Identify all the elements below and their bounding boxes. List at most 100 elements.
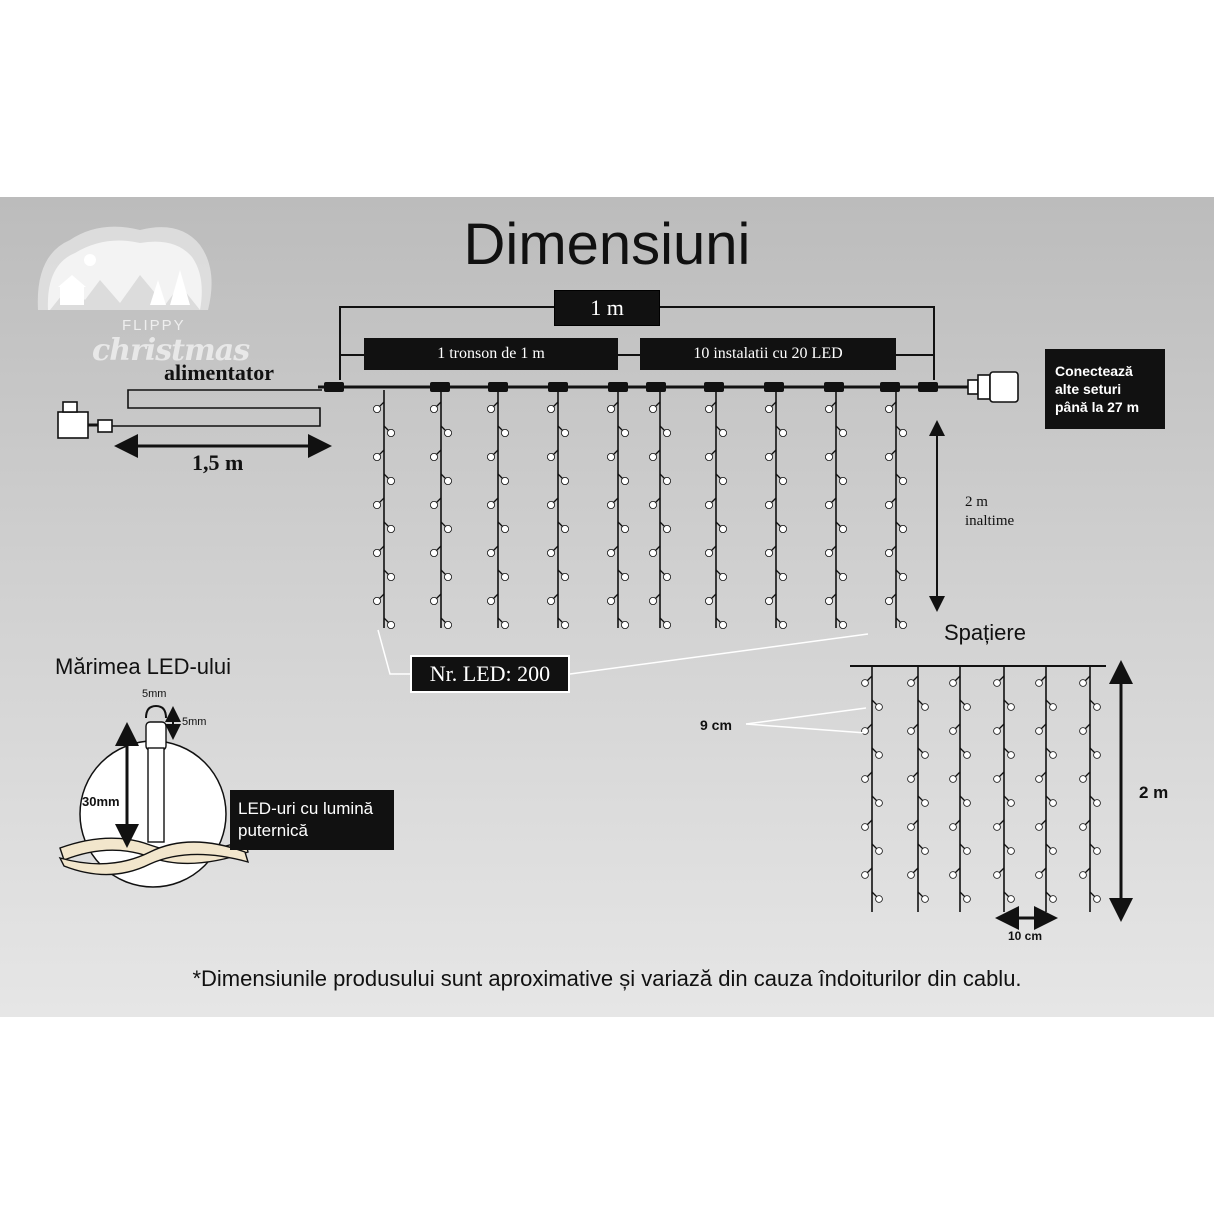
led-bulb — [486, 500, 495, 509]
power-supply — [57, 389, 322, 439]
led-bulb — [1035, 727, 1043, 735]
led-bulb — [1093, 895, 1101, 903]
led-bulb — [719, 476, 728, 485]
twisted-cable — [58, 837, 250, 876]
led-bulb — [1079, 679, 1087, 687]
led-bulb — [663, 525, 672, 534]
led-bulb — [1035, 823, 1043, 831]
led-bulb — [899, 476, 908, 485]
width-bracket — [339, 306, 935, 380]
led-bulb — [649, 500, 658, 509]
led-bulb — [907, 679, 915, 687]
led-bulb — [500, 428, 509, 437]
led-width-arrow — [145, 704, 167, 719]
led-bulb — [486, 597, 495, 606]
wire-connector — [548, 382, 568, 392]
led-bulb — [963, 847, 971, 855]
led-bulb — [719, 573, 728, 582]
led-bulb — [839, 476, 848, 485]
led-bulb — [372, 549, 381, 558]
led-bulb — [621, 428, 630, 437]
led-bulb — [386, 428, 395, 437]
led-bulb — [921, 751, 929, 759]
led-bulb — [885, 404, 894, 413]
led-bulb — [899, 573, 908, 582]
led-bulb — [907, 775, 915, 783]
led-bulb — [429, 549, 438, 558]
led-bulb — [500, 476, 509, 485]
led-bulb — [561, 476, 570, 485]
led-bulb — [1079, 871, 1087, 879]
led-bulb — [1035, 775, 1043, 783]
led-bulb — [899, 428, 908, 437]
led-bulb — [825, 452, 834, 461]
led-bulb — [993, 727, 1001, 735]
led-bulb — [921, 895, 929, 903]
led-bulb — [993, 679, 1001, 687]
led-bulb — [486, 549, 495, 558]
wire-connector — [608, 382, 628, 392]
led-bulb — [372, 404, 381, 413]
led-bulb — [765, 452, 774, 461]
connect-line-1: Conectează — [1055, 363, 1133, 379]
led-bulb — [443, 621, 452, 630]
led-bulb — [607, 500, 616, 509]
led-strands — [372, 390, 908, 630]
height-word-label: inaltime — [965, 513, 1015, 529]
led-bulb — [621, 476, 630, 485]
led-count-label: Nr. LED: 200 — [410, 655, 570, 693]
led-bulb — [907, 823, 915, 831]
led-bulb — [907, 871, 915, 879]
led-bulb — [386, 476, 395, 485]
led-bulb — [839, 428, 848, 437]
strands-label: 10 instalatii cu 20 LED — [640, 338, 896, 370]
wire-connector — [430, 382, 450, 392]
led-bulb — [705, 500, 714, 509]
bright-led-line-1: LED-uri cu lumină — [238, 799, 374, 818]
led-bulb — [705, 549, 714, 558]
section-label: 1 tronson de 1 m — [364, 338, 618, 370]
led-bulb — [561, 621, 570, 630]
led-bulb — [949, 775, 957, 783]
led-bulb — [607, 452, 616, 461]
led-bulb — [921, 847, 929, 855]
led-bulb — [1093, 751, 1101, 759]
led-bulb — [561, 525, 570, 534]
wire-connector — [824, 382, 844, 392]
led-bulb — [443, 476, 452, 485]
led-bulb — [429, 597, 438, 606]
led-bulb — [386, 525, 395, 534]
led-bulb — [621, 621, 630, 630]
wire-connector — [324, 382, 344, 392]
led-width-label: 5mm — [142, 688, 167, 700]
cable-length-label: 1,5 m — [192, 450, 244, 475]
led-bulb — [1007, 751, 1015, 759]
connect-line-3: până la 27 m — [1055, 399, 1140, 415]
led-bulb — [993, 775, 1001, 783]
led-bulb — [839, 525, 848, 534]
led-bulb — [621, 573, 630, 582]
led-bulb — [1035, 679, 1043, 687]
led-bulb — [1049, 847, 1057, 855]
led-bulb — [1035, 871, 1043, 879]
led-bulb — [885, 500, 894, 509]
horizontal-spacing-label: 10 cm — [1008, 929, 1043, 943]
led-bulb — [899, 621, 908, 630]
footer-disclaimer: *Dimensiunile produsului sunt aproximati… — [192, 966, 1022, 991]
spacing-title: Spațiere — [944, 620, 1026, 645]
led-bulb — [885, 452, 894, 461]
led-bulb — [386, 573, 395, 582]
wire-connector — [646, 382, 666, 392]
led-bulb — [663, 428, 672, 437]
led-bulb — [649, 549, 658, 558]
wire-connector — [918, 382, 938, 392]
led-bulb — [899, 525, 908, 534]
led-bulb — [765, 549, 774, 558]
led-count-leader-right — [569, 633, 869, 675]
led-bulb — [547, 549, 556, 558]
led-bulb — [443, 525, 452, 534]
led-bulb — [649, 404, 658, 413]
led-bulb — [779, 428, 788, 437]
height-value-label: 2 m — [965, 494, 988, 510]
led-bulb — [885, 549, 894, 558]
